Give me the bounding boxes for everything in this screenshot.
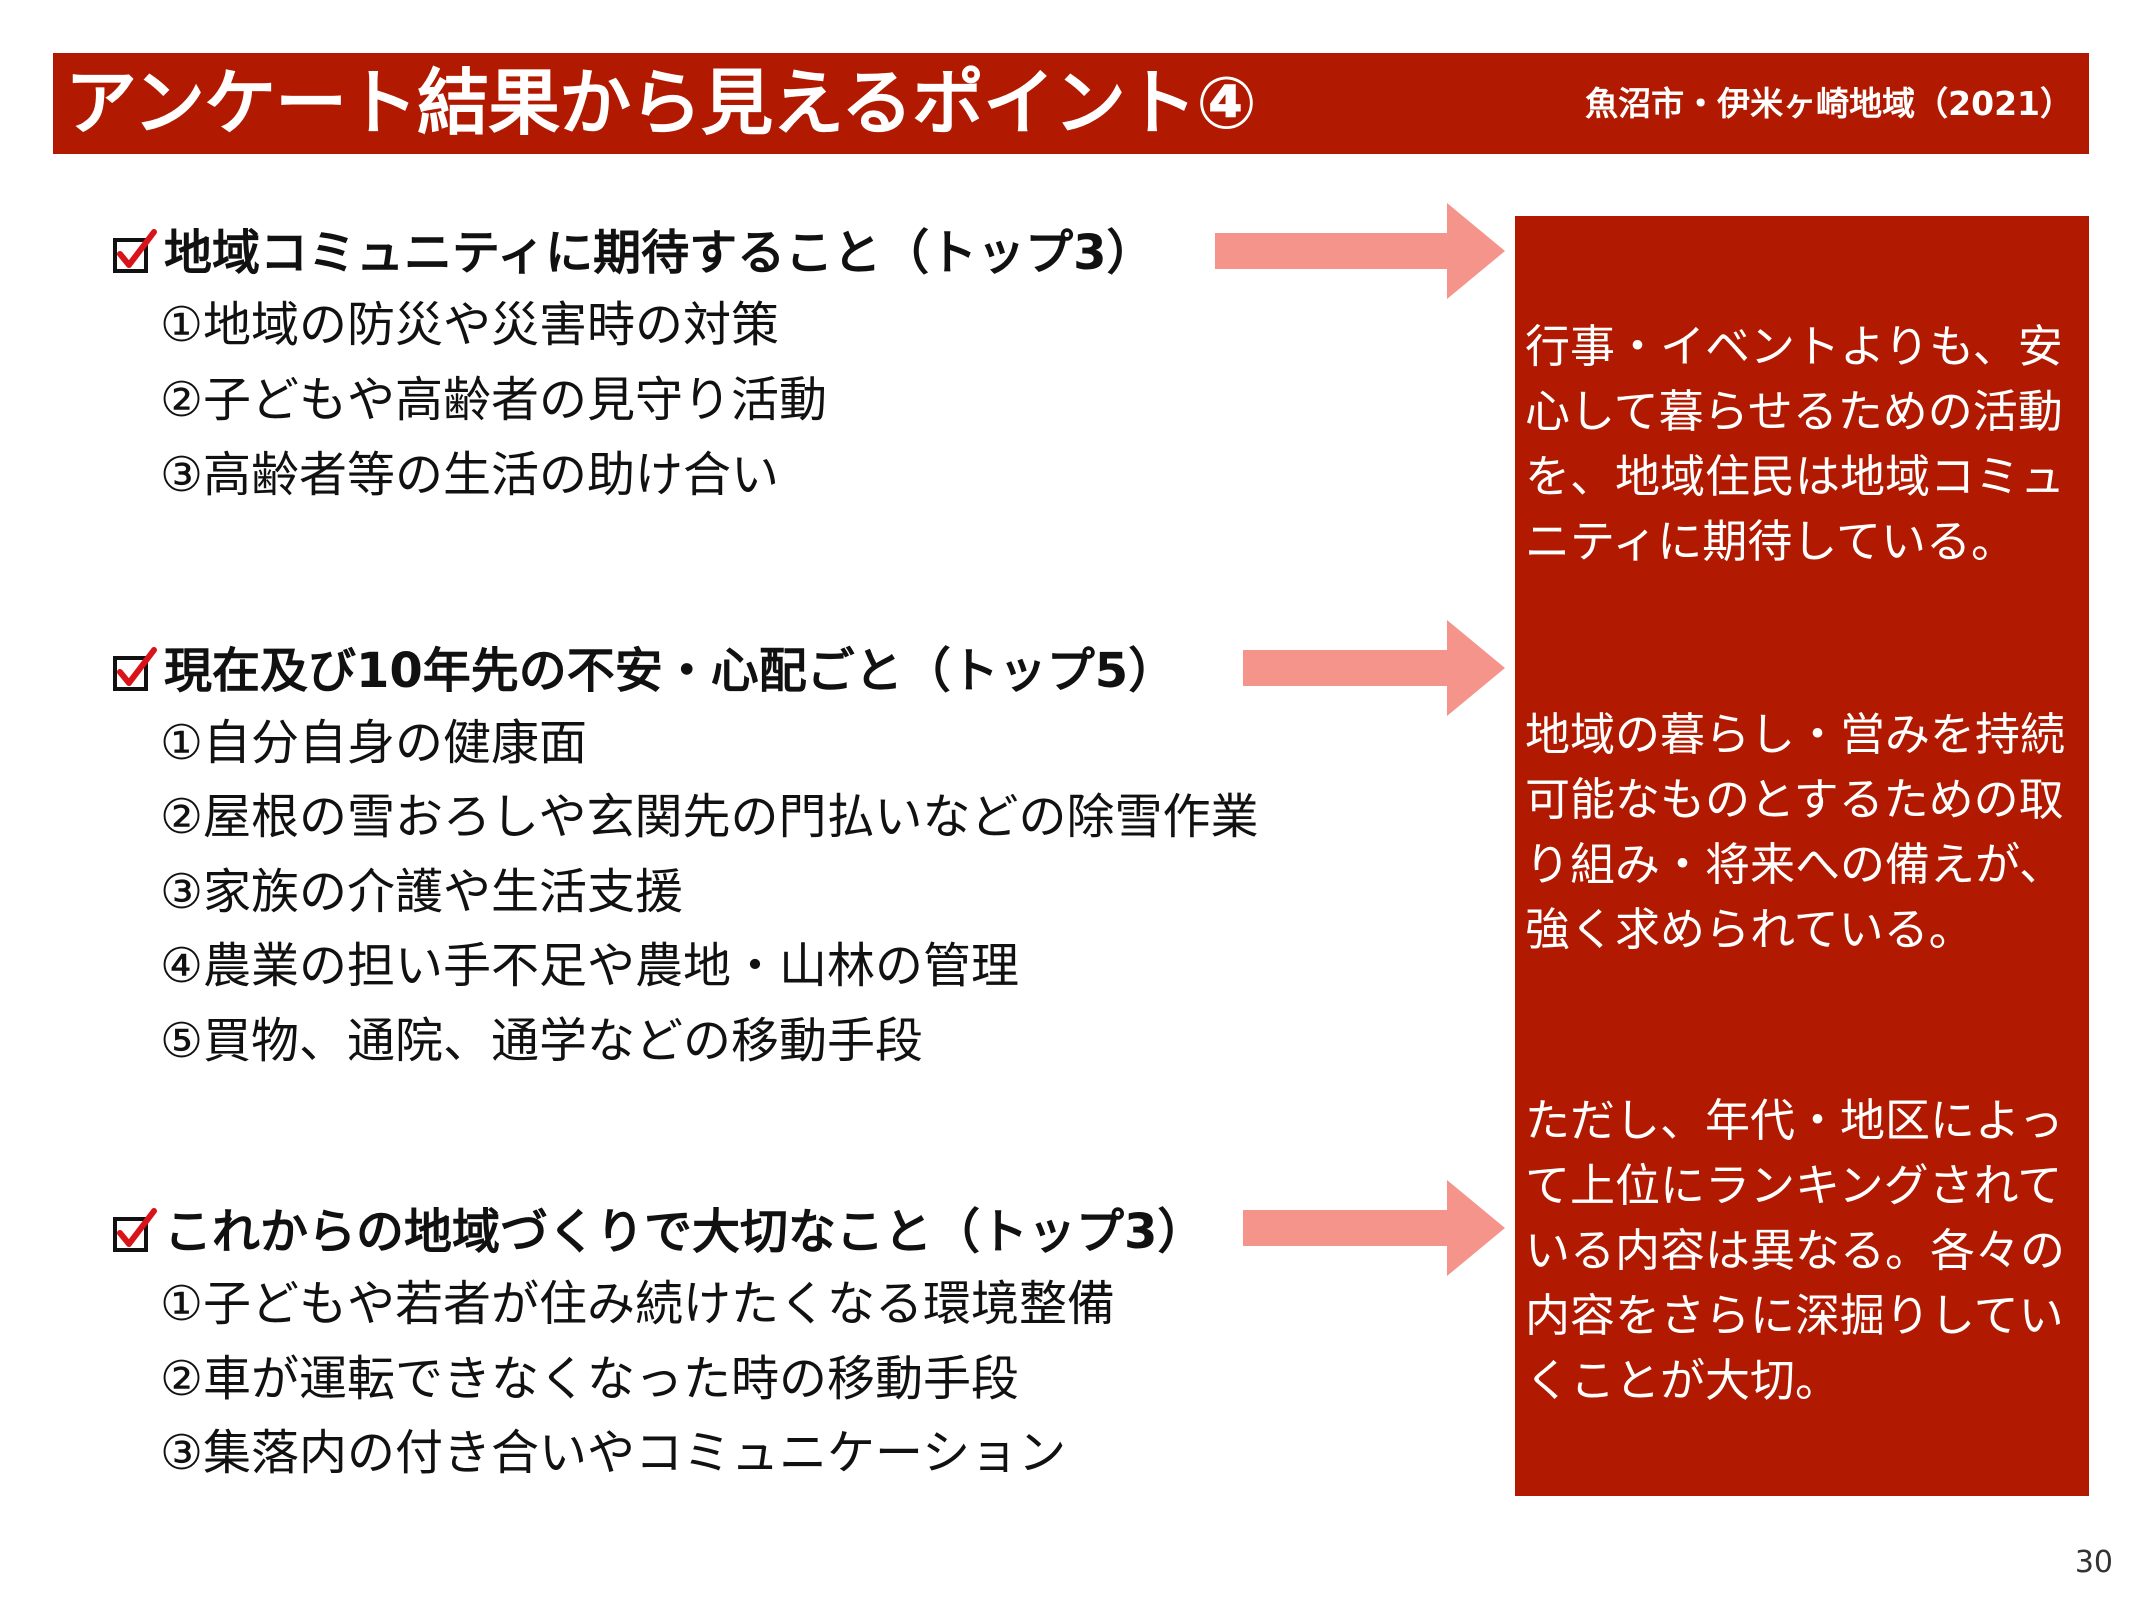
list-item: ②子どもや高齢者の見守り活動 (160, 372, 828, 428)
note-line: いる内容は異なる。各々の (1525, 1224, 2066, 1277)
list-item: ⑤買物、通院、通学などの移動手段 (160, 1013, 924, 1069)
list-item: ②車が運転できなくなった時の移動手段 (160, 1351, 1020, 1407)
list-item: ④農業の担い手不足や農地・山林の管理 (160, 938, 1020, 994)
page-title: アンケート結果から見えるポイント④ (65, 61, 1257, 145)
section-heading-text: 現在及び10年先の不安・心配ごと（トップ5） (164, 643, 1177, 699)
note-line: を、地域住民は地域コミュ (1525, 450, 2066, 503)
summary-note-community: 行事・イベントよりも、安 心して暮らせるための活動 を、地域住民は地域コミュ ニ… (1525, 314, 2081, 574)
note-line: て上位にランキングされて (1525, 1159, 2063, 1212)
checkbox-checked-icon (112, 222, 160, 284)
list-item: ③集落内の付き合いやコミュニケーション (160, 1425, 1067, 1481)
note-line: ただし、年代・地区によっ (1525, 1094, 2064, 1147)
summary-note-priorities: ただし、年代・地区によっ て上位にランキングされて いる内容は異なる。各々の 内… (1525, 1088, 2081, 1413)
list-item: ①地域の防災や災害時の対策 (160, 297, 780, 353)
note-line: くことが大切。 (1525, 1354, 1841, 1407)
right-arrow-icon (1215, 203, 1505, 299)
list-item: ③家族の介護や生活支援 (160, 864, 684, 920)
note-line: 地域の暮らし・営みを持続 (1525, 708, 2066, 761)
list-item: ①自分自身の健康面 (160, 715, 588, 771)
note-line: 可能なものとするための取 (1525, 773, 2064, 826)
page-number: 30 (2074, 1545, 2113, 1580)
checkbox-checked-icon (112, 640, 160, 702)
right-arrow-icon (1243, 1180, 1505, 1276)
note-line: 内容をさらに深掘りしてい (1525, 1289, 2064, 1342)
section-heading-future-priorities: これからの地域づくりで大切なこと（トップ3） (112, 1201, 1205, 1263)
note-line: 強く求められている。 (1525, 903, 1974, 956)
section-heading-text: これからの地域づくりで大切なこと（トップ3） (164, 1204, 1206, 1260)
summary-panel: 行事・イベントよりも、安 心して暮らせるための活動 を、地域住民は地域コミュ ニ… (1515, 216, 2089, 1496)
checkbox-checked-icon (112, 1201, 160, 1263)
section-heading-text: 地域コミュニティに期待すること（トップ3） (164, 225, 1155, 281)
list-item: ①子どもや若者が住み続けたくなる環境整備 (160, 1276, 1116, 1332)
list-item: ②屋根の雪おろしや玄関先の門払いなどの除雪作業 (160, 789, 1259, 845)
note-line: ニティに期待している。 (1525, 515, 2016, 568)
title-banner: アンケート結果から見えるポイント④ 魚沼市・伊米ヶ崎地域（2021） (53, 53, 2089, 154)
note-line: 行事・イベントよりも、安 (1525, 320, 2063, 373)
section-heading-community-expectations: 地域コミュニティに期待すること（トップ3） (112, 222, 1155, 284)
right-arrow-icon (1243, 620, 1505, 716)
summary-note-worries: 地域の暮らし・営みを持続 可能なものとするための取 り組み・将来への備えが、 強… (1525, 702, 2081, 962)
list-item: ③高齢者等の生活の助け合い (160, 447, 780, 503)
region-subtitle: 魚沼市・伊米ヶ崎地域（2021） (1585, 84, 2073, 123)
note-line: 心して暮らせるための活動 (1525, 385, 2063, 438)
note-line: り組み・将来への備えが、 (1525, 838, 2065, 891)
section-heading-current-worries: 現在及び10年先の不安・心配ごと（トップ5） (112, 640, 1176, 702)
